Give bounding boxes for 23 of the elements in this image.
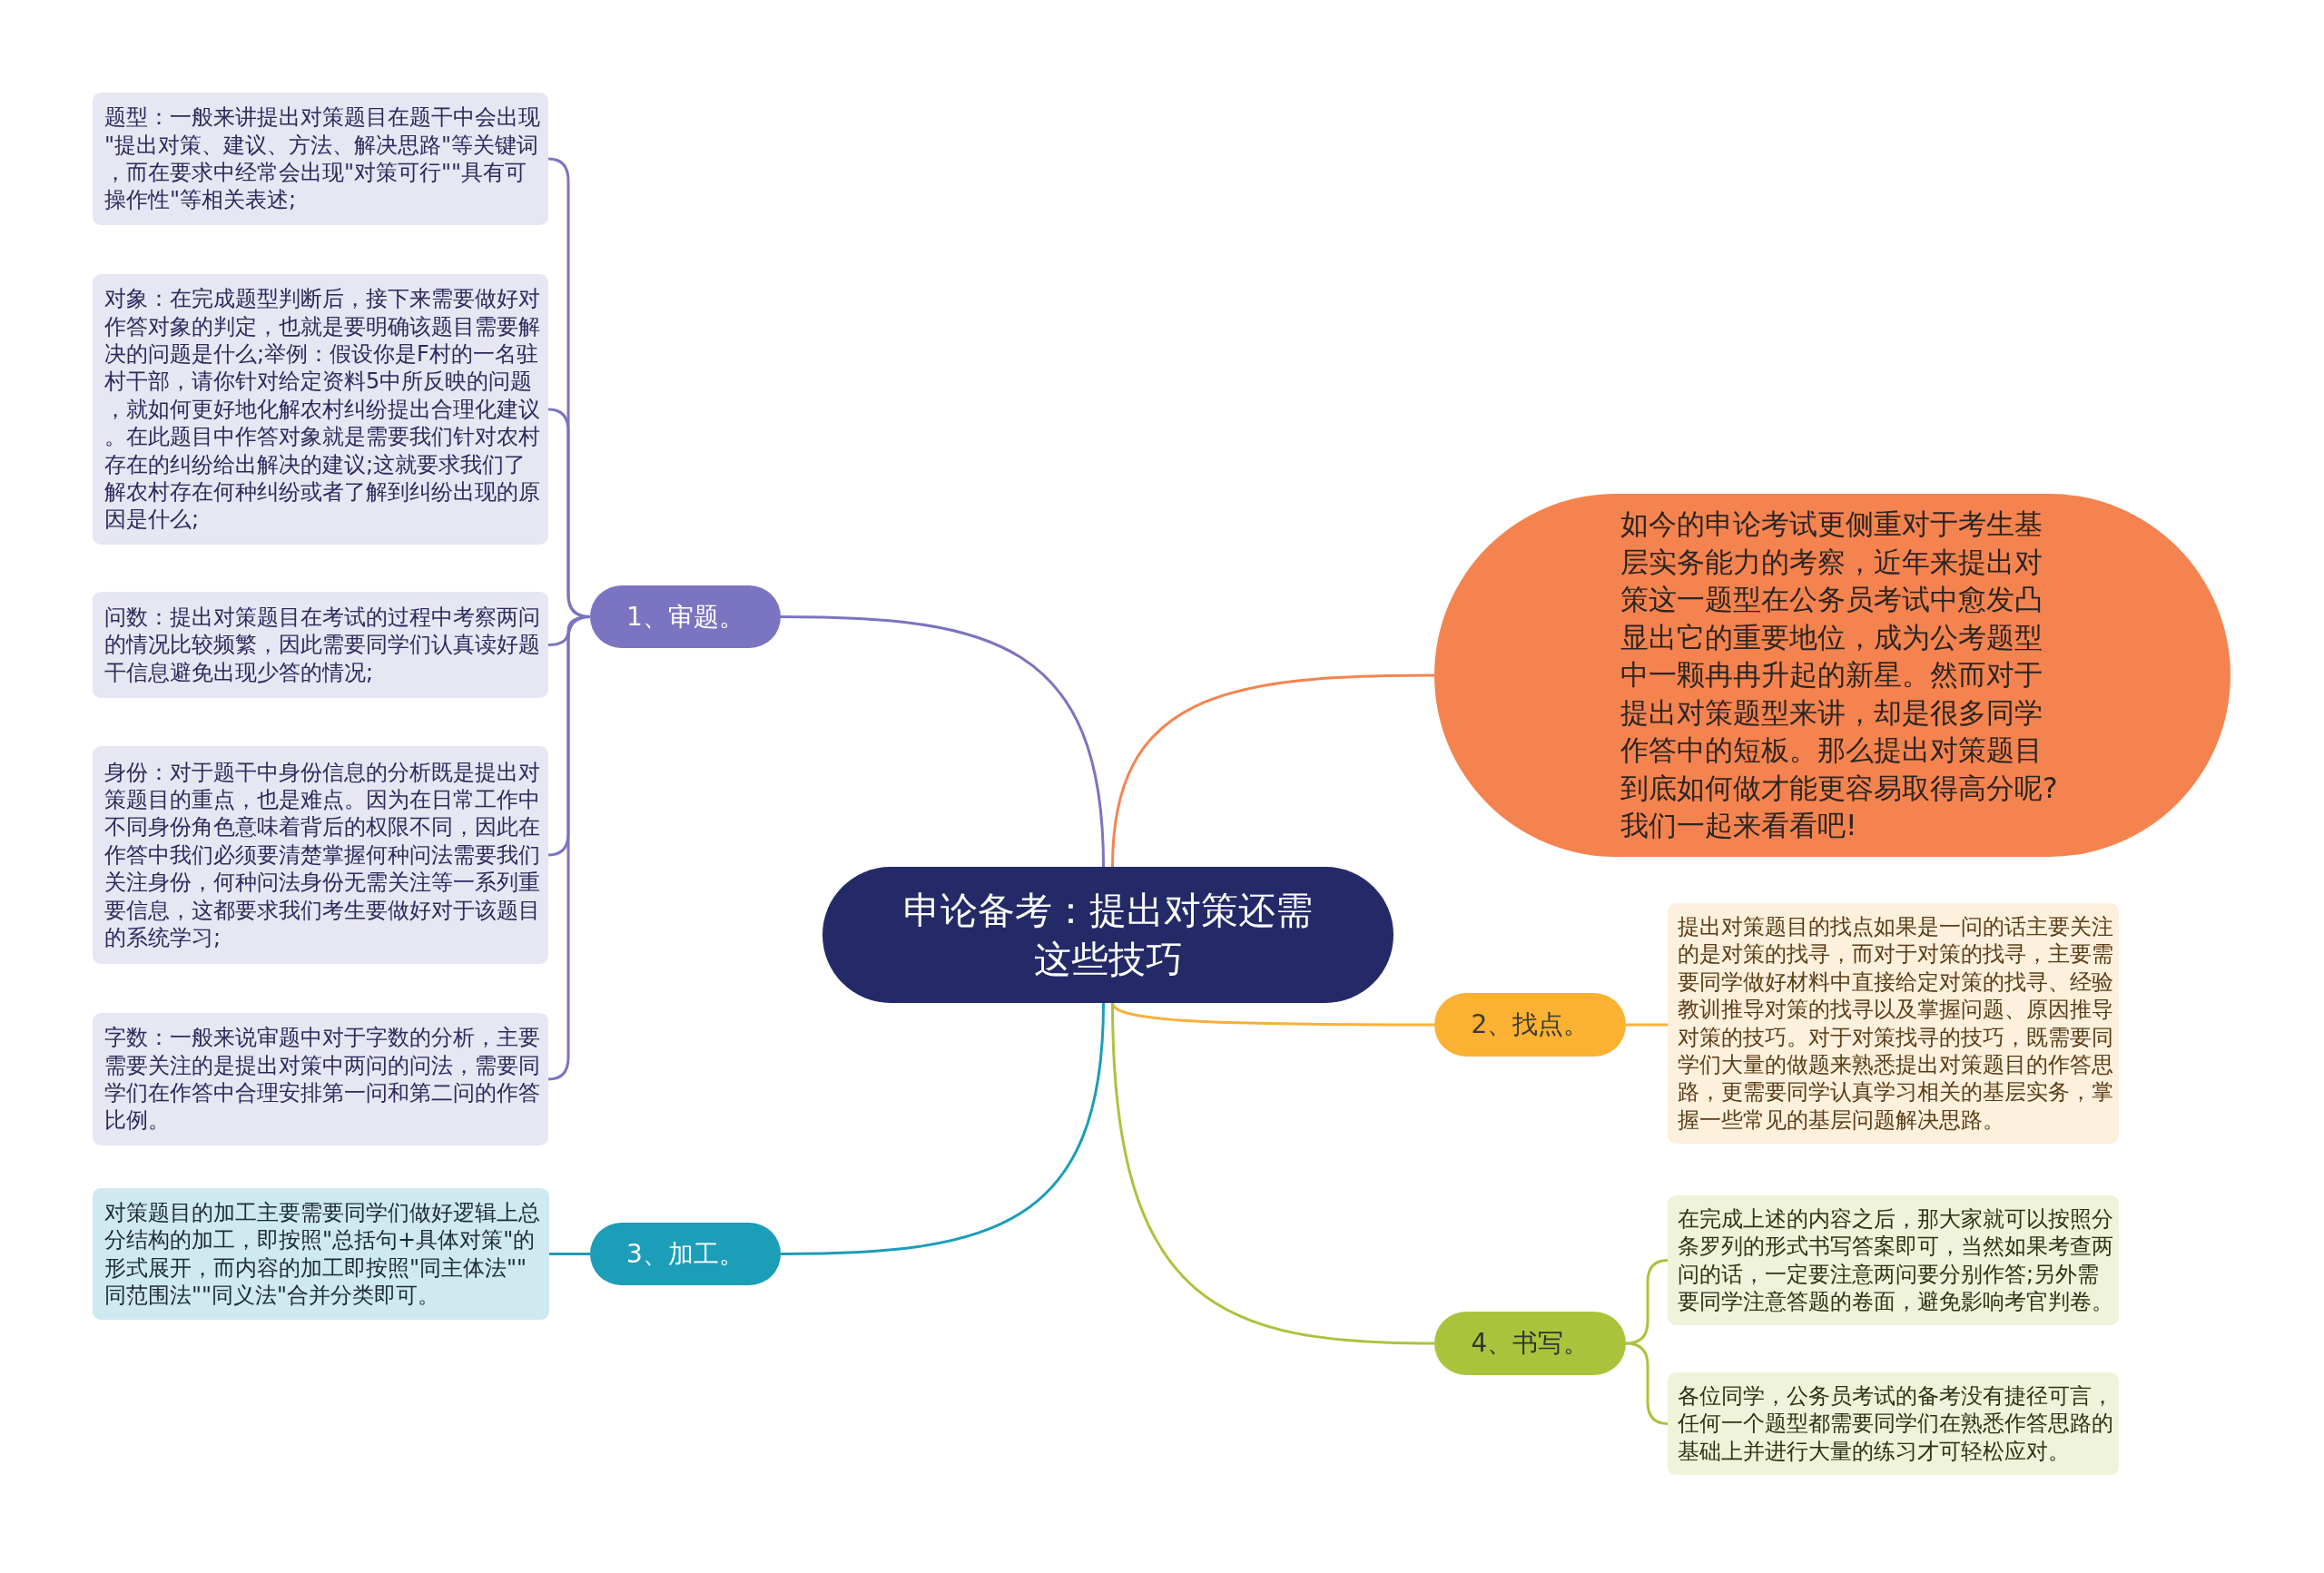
intro-bubble: 如今的申论考试更侧重对于考生基层实务能力的考察，近年来提出对策这一题型在公务员考试中愈发凸显出它的重要地位，成为公考题型中一颗冉冉升起的新星。然而对于提出对策题型来讲，却是很多同学作答中的短板。那么提出对策题目到底如何做才能更容易取得高分呢?我们一起来看看吧! xyxy=(1434,494,2230,857)
branch-topic: 3、加工。 xyxy=(590,1223,781,1285)
connector-line xyxy=(1626,1023,1668,1027)
note-card: 题型：一般来讲提出对策题目在题干中会出现"提出对策、建议、方法、解决思路"等关键词，而在要求中经常会出现"对策可行""具有可操作性"等相关表述; xyxy=(93,93,548,225)
note-card: 在完成上述的内容之后，那大家就可以按照分条罗列的形式书写答案即可，当然如果考查两问的话，一定要注意两问要分别作答;另外需要同学注意答题的卷面，避免影响考官判卷。 xyxy=(1668,1195,2119,1325)
note-card: 字数：一般来说审题中对于字数的分析，主要需要关注的是提出对策中两问的问法，需要同学们在作答中合理安排第一问和第二问的作答比例。 xyxy=(93,1013,548,1145)
note-card: 对象：在完成题型判断后，接下来需要做好对作答对象的判定，也就是要明确该题目需要解决的问题是什么;举例：假设你是F村的一名驻村干部，请你针对给定资料5中所反映的问题，就如何更好地化解农村纠纷提出合理化建议。在此题目中作答对象就是需要我们针对农村存在的纠纷给出解决的建议;这就要求我们了解农村存在何种纠纷或者了解到纠纷出现的原因是什么; xyxy=(93,274,548,545)
connector-line xyxy=(781,615,1105,868)
branch-topic: 1、审题。 xyxy=(590,585,781,648)
connector-line xyxy=(781,1002,1105,1255)
connector-line xyxy=(1111,673,1434,868)
connector-line xyxy=(1111,1002,1435,1345)
connector-line xyxy=(549,1253,590,1255)
connector-line xyxy=(547,615,591,1081)
central-topic: 申论备考：提出对策还需这些技巧 xyxy=(822,867,1393,1003)
branch-topic: 4、书写。 xyxy=(1434,1312,1626,1375)
branch-topic: 2、找点。 xyxy=(1434,993,1626,1057)
note-card: 对策题目的加工主要需要同学们做好逻辑上总分结构的加工，即按照"总括句+具体对策"的形式展开，而内容的加工即按照"同主体法""同范围法""同义法"合并分类即可。 xyxy=(93,1188,549,1320)
note-card: 各位同学，公务员考试的备考没有捷径可言，任何一个题型都需要同学们在熟悉作答思路的基础上并进行大量的练习才可轻松应对。 xyxy=(1668,1372,2119,1475)
note-card: 身份：对于题干中身份信息的分析既是提出对策题目的重点，也是难点。因为在日常工作中不同身份角色意味着背后的权限不同，因此在作答中我们必须要清楚掌握何种问法需要我们关注身份，何种问法身份无需关注等一系列重要信息，这都要求我们考生要做好对于该题目的系统学习; xyxy=(93,746,548,964)
note-card: 问数：提出对策题目在考试的过程中考察两问的情况比较频繁，因此需要同学们认真读好题干信息避免出现少答的情况; xyxy=(93,592,548,698)
note-card: 提出对策题目的找点如果是一问的话主要关注的是对策的找寻，而对于对策的找寻，主要需要同学做好材料中直接给定对策的找寻、经验教训推导对策的找寻以及掌握问题、原因推导对策的技巧。对于对策找寻的技巧，既需要同学们大量的做题来熟悉提出对策题目的作答思路，更需要同学认真学习相关的基层实务，掌握一些常见的基层问题解决思路。 xyxy=(1668,903,2119,1144)
connector-line xyxy=(1111,1002,1434,1027)
